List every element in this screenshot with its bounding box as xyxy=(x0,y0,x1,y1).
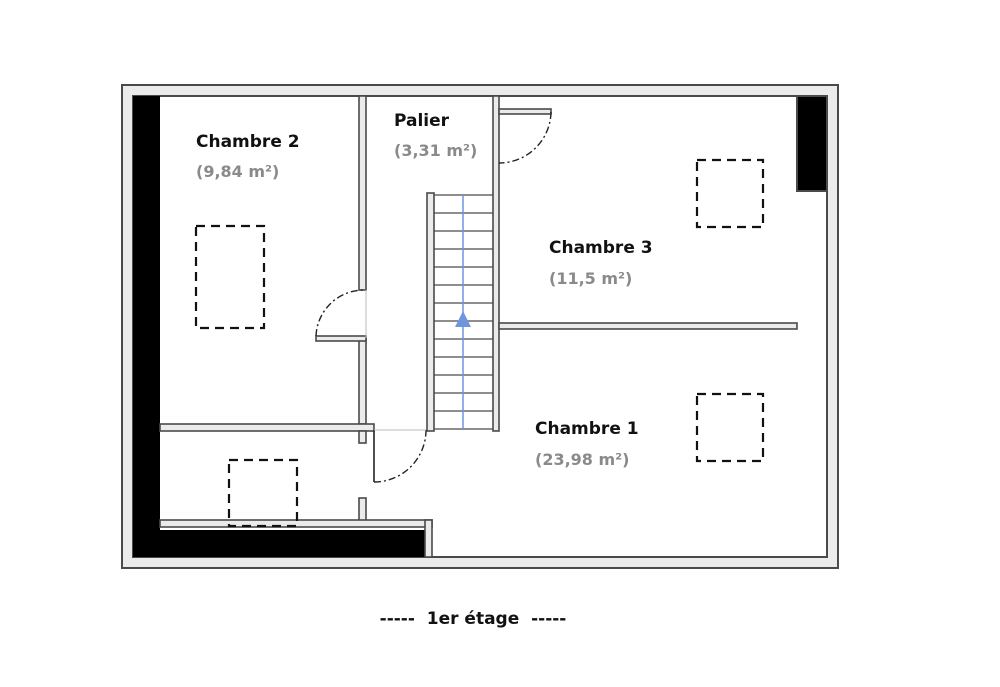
wall-stair-right xyxy=(492,95,500,432)
roof-window-chambre3 xyxy=(695,158,765,229)
roof-windows xyxy=(194,158,765,528)
wall-chambre2-right-lower xyxy=(358,337,367,425)
room-name-palier: Palier xyxy=(394,111,450,131)
floor-label: ----- 1er étage ----- xyxy=(380,609,567,629)
stair-arrow-icon xyxy=(455,311,471,327)
door-swings xyxy=(315,111,552,483)
door-openings xyxy=(365,290,426,431)
room-name-chambre1: Chambre 1 xyxy=(535,419,639,439)
solid-wall-left xyxy=(133,96,160,557)
staircase xyxy=(434,194,493,430)
wall-stub-vertical xyxy=(358,430,367,444)
solid-wall-corner-right xyxy=(796,95,828,192)
door-swing-chambre2 xyxy=(315,289,365,337)
door-swing-palier xyxy=(498,111,552,164)
room-name-chambre3: Chambre 3 xyxy=(549,238,653,258)
wall-door-stub xyxy=(315,335,367,342)
wall-palier-door-stub xyxy=(498,108,552,115)
room-area-chambre3: (11,5 m²) xyxy=(549,269,632,288)
roof-window-chambre2 xyxy=(194,224,266,330)
room-area-palier: (3,31 m²) xyxy=(394,141,477,160)
door-swing-lower xyxy=(373,429,427,483)
room-area-chambre1: (23,98 m²) xyxy=(535,450,629,469)
roof-window-closet xyxy=(227,458,299,528)
solid-wall-bottom xyxy=(133,530,427,557)
wall-chambre3-chambre1 xyxy=(498,322,798,330)
room-name-chambre2: Chambre 2 xyxy=(196,132,300,152)
wall-chambre2-bottom xyxy=(159,423,375,432)
room-area-chambre2: (9,84 m²) xyxy=(196,162,279,181)
wall-chambre2-right-upper xyxy=(358,95,367,291)
wall-stair-left xyxy=(426,192,435,432)
roof-window-chambre1 xyxy=(695,392,765,463)
wall-bottom-step xyxy=(424,519,433,558)
